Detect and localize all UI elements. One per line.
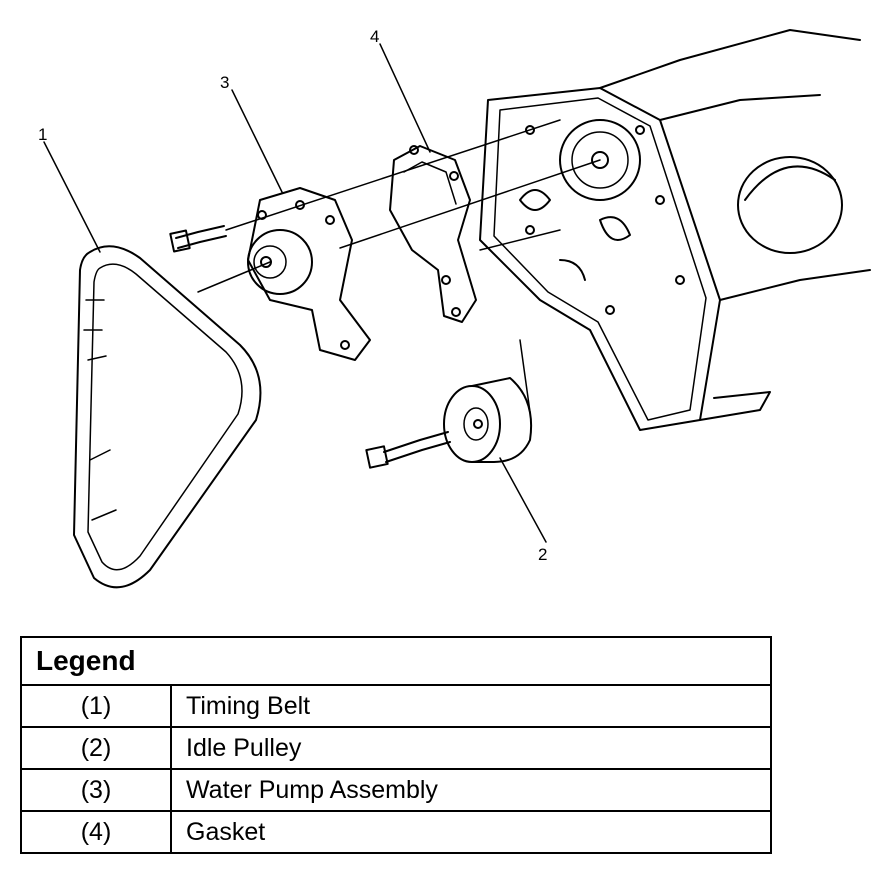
legend-number: (2) (20, 726, 172, 770)
legend-row: (2) Idle Pulley (20, 726, 772, 770)
timing-belt (73, 245, 262, 589)
legend-row: (1) Timing Belt (20, 684, 772, 728)
legend-label: Gasket (170, 810, 772, 854)
idle-pulley (365, 377, 533, 469)
legend-header-row: Legend (20, 636, 772, 686)
exploded-view-diagram: 1 2 3 4 (38, 27, 871, 589)
callout-3: 3 (220, 73, 229, 92)
legend-number: (4) (20, 810, 172, 854)
legend-row: (3) Water Pump Assembly (20, 768, 772, 812)
engine-front-cover (479, 29, 871, 431)
callout-1: 1 (38, 125, 47, 144)
legend-title: Legend (20, 636, 772, 686)
callout-4: 4 (370, 27, 379, 46)
gasket (389, 145, 477, 323)
legend-label: Timing Belt (170, 684, 772, 728)
legend-table: Legend (1) Timing Belt (2) Idle Pulley (… (20, 636, 772, 854)
callout-2: 2 (538, 545, 547, 564)
legend-row: (4) Gasket (20, 810, 772, 854)
leader-lines (43, 43, 547, 543)
water-pump-assembly (169, 187, 371, 361)
legend-label: Water Pump Assembly (170, 768, 772, 812)
alignment-lines (197, 119, 601, 413)
legend-number: (1) (20, 684, 172, 728)
legend-number: (3) (20, 768, 172, 812)
legend-label: Idle Pulley (170, 726, 772, 770)
